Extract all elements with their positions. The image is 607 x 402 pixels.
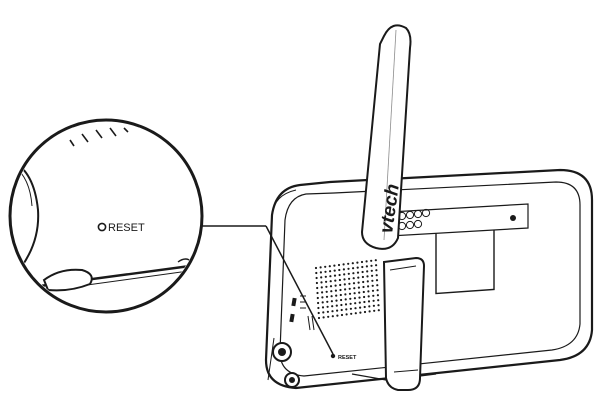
side-ports	[267, 295, 315, 388]
reset-hole-icon	[330, 353, 336, 359]
leader-lines	[202, 225, 334, 355]
antenna: vtech	[360, 24, 412, 250]
volume-button-icon	[291, 297, 297, 307]
strip-button-icon	[405, 220, 415, 230]
volume-button-icon	[289, 313, 295, 323]
strip-button-icon	[413, 219, 423, 229]
speaker-grille	[314, 259, 380, 320]
strip-button-icon	[413, 209, 423, 219]
screw-icon	[510, 215, 516, 221]
kickstand	[351, 256, 437, 391]
reset-hole-magnified-icon	[97, 222, 107, 232]
magnifier-callout: RESET	[8, 118, 204, 314]
monitor-body	[264, 168, 594, 390]
strip-button-icon	[405, 210, 415, 220]
strip-button-icon	[421, 208, 431, 218]
callout-reset-label: RESET	[108, 222, 145, 234]
device-reset-label: RESET	[338, 355, 357, 361]
